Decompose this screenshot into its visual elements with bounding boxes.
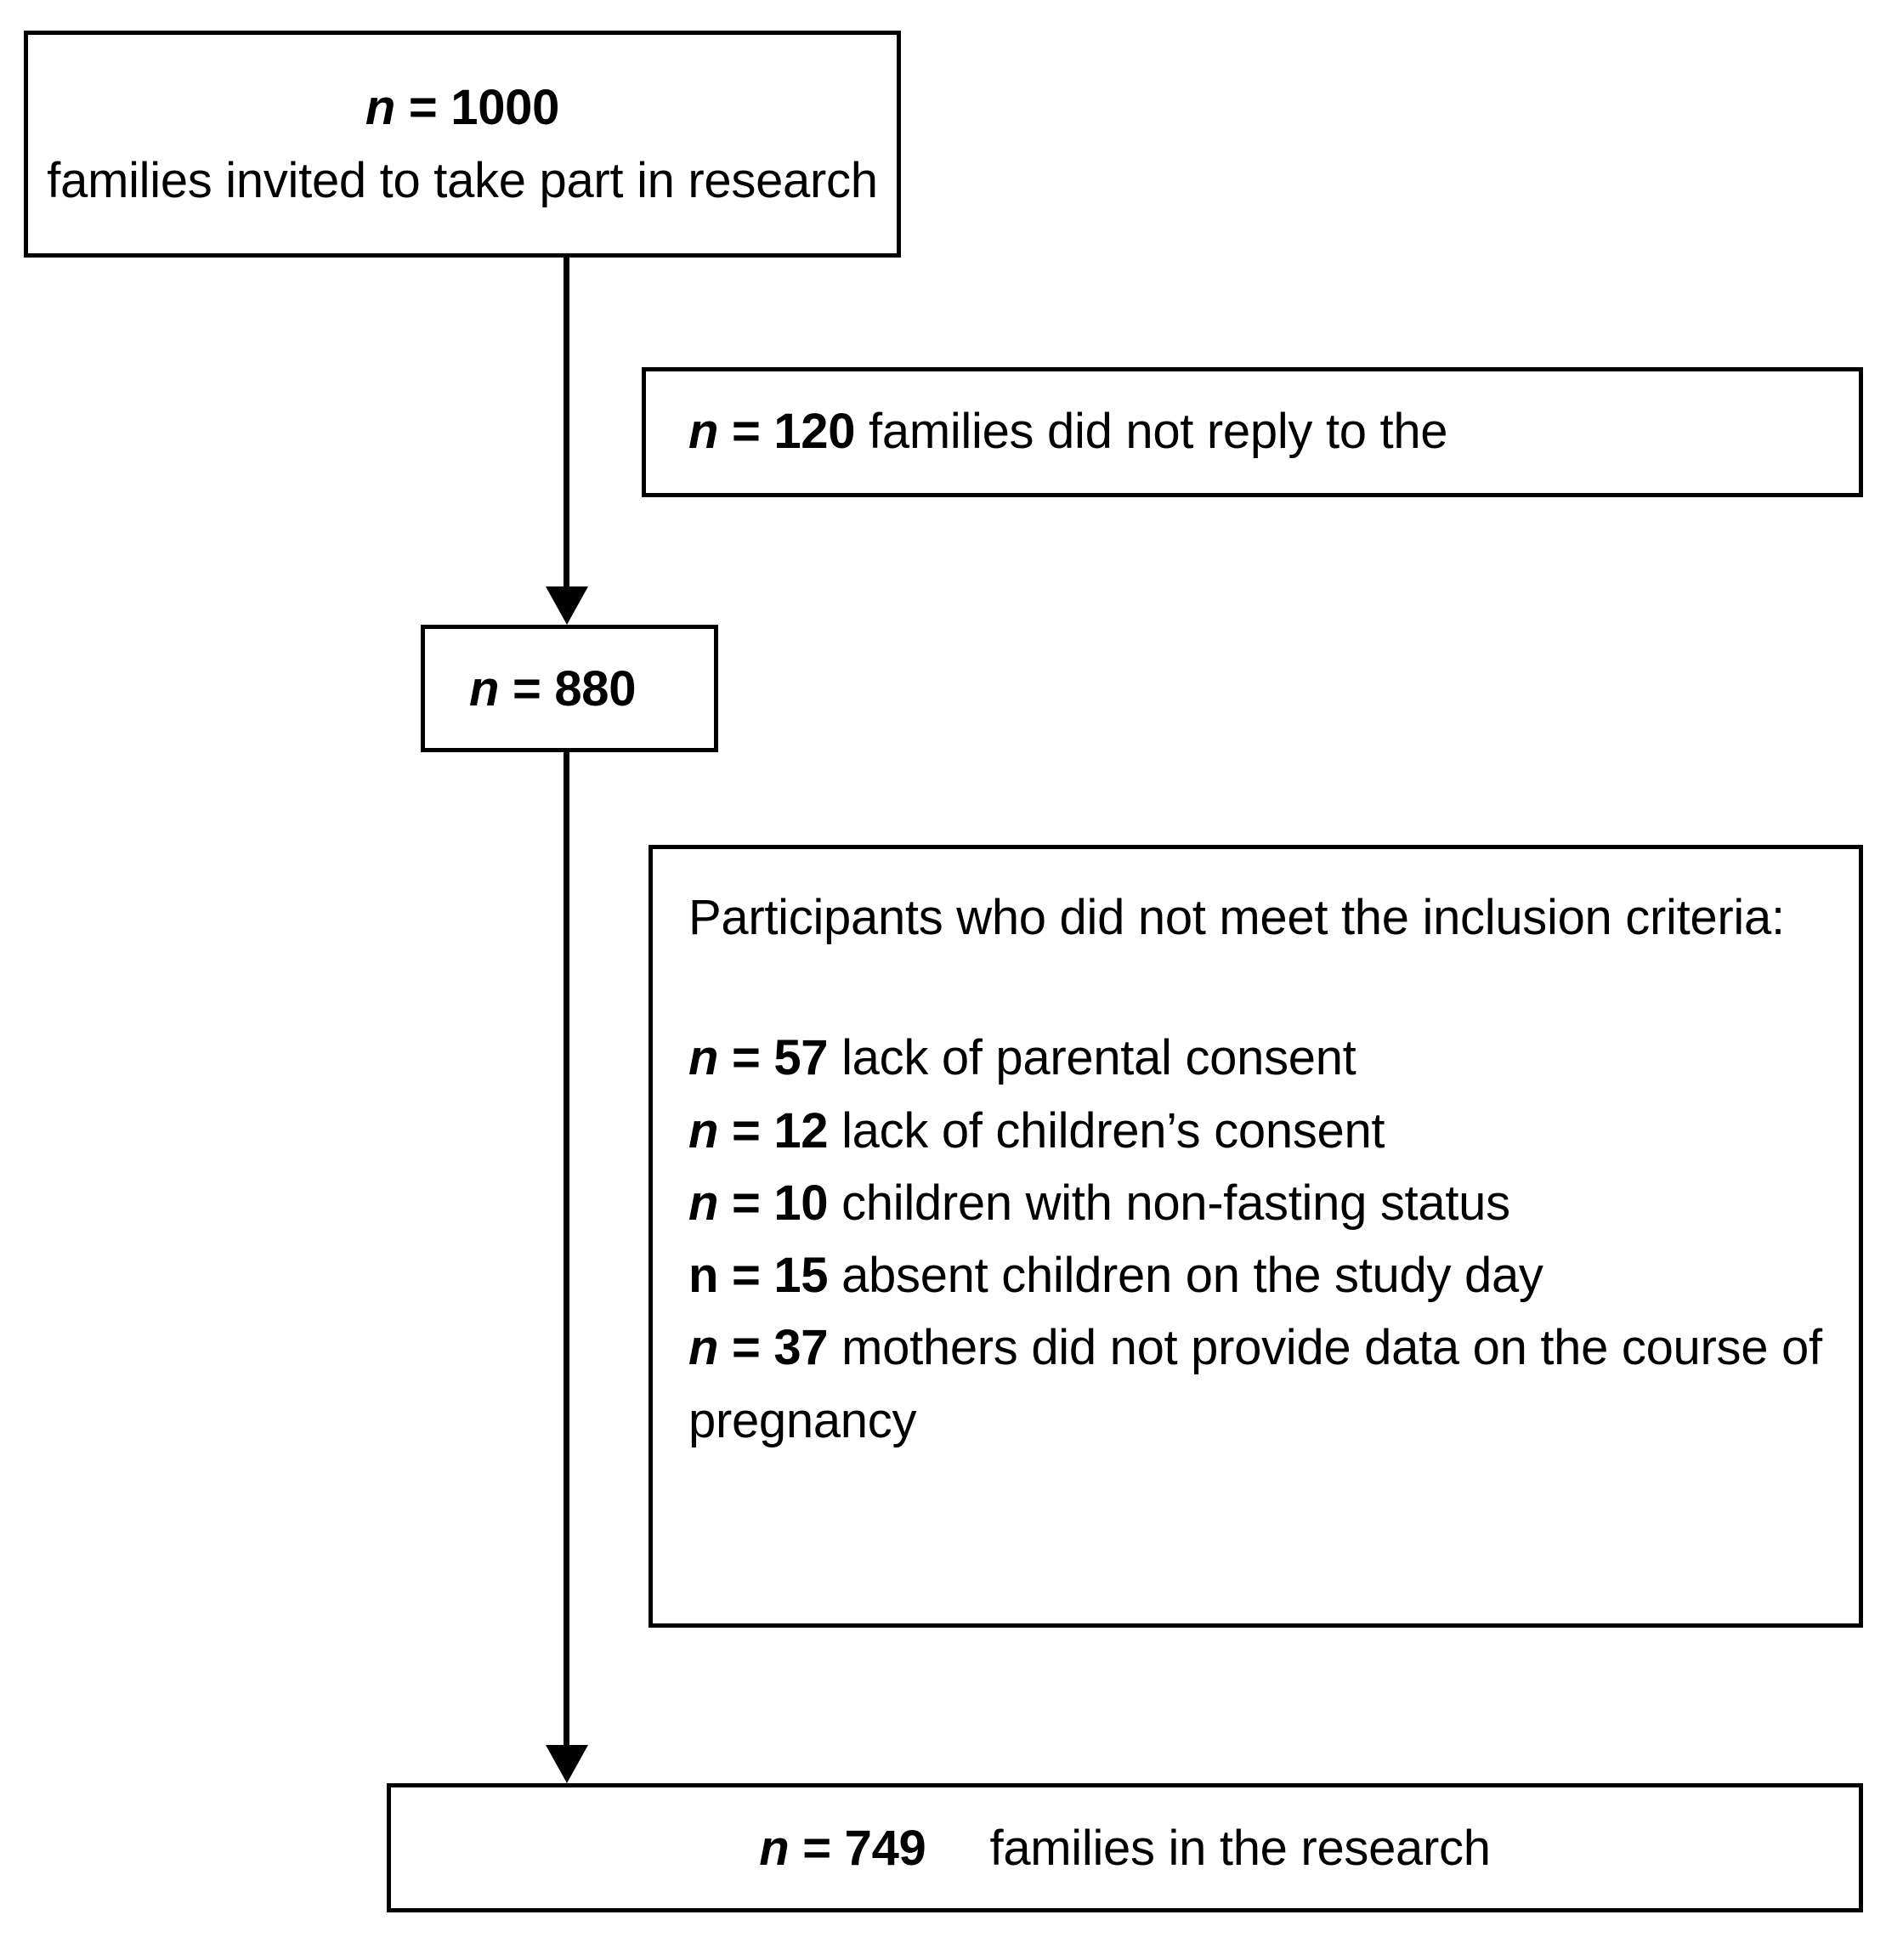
exclusion-reason-item: n = 57 lack of parental consent	[688, 1022, 1833, 1094]
exclusion-reason-count: = 15	[718, 1248, 829, 1303]
exclusion-reason-text: absent children on the study day	[841, 1248, 1543, 1303]
exclusion-reason-text: mothers did not provide data on the cour…	[688, 1320, 1822, 1448]
node-no-reply: n = 120 families did not reply to the	[642, 367, 1863, 497]
node-final-count: = 749	[789, 1820, 926, 1876]
node-invited-count: n = 1000	[28, 76, 897, 139]
node-no-reply-text: n = 120 families did not reply to the	[646, 401, 1859, 463]
node-responded-count-value: = 880	[499, 660, 637, 717]
n-symbol: n	[365, 80, 396, 136]
exclusion-reason-item: n = 10 children with non-fasting status	[688, 1167, 1833, 1239]
exclusion-reason-count: = 37	[718, 1320, 829, 1376]
node-exclusion-criteria: Participants who did not meet the inclus…	[648, 845, 1863, 1628]
node-final-sample: n = 749 families in the research	[387, 1783, 1863, 1912]
connector-invited-to-responded	[564, 258, 569, 613]
node-responded: n = 880	[421, 625, 718, 752]
node-invited-text: families invited to take part in researc…	[47, 152, 878, 208]
n-symbol: n	[688, 1102, 719, 1158]
exclusion-reason-item: n = 37 mothers did not provide data on t…	[688, 1311, 1833, 1457]
node-invited-count-value: = 1000	[395, 80, 560, 136]
exclusion-reason-text: children with non-fasting status	[841, 1175, 1510, 1231]
exclusion-reason-text: lack of children’s consent	[841, 1102, 1385, 1158]
n-symbol: n	[688, 1175, 719, 1231]
exclusion-heading: Participants who did not meet the inclus…	[688, 890, 1785, 945]
node-families-invited: n = 1000 families invited to take part i…	[24, 31, 901, 258]
n-symbol: n	[759, 1820, 790, 1876]
n-symbol: n	[688, 1320, 719, 1376]
n-symbol: n	[688, 404, 719, 460]
node-no-reply-count: = 120	[718, 404, 856, 460]
exclusion-reason-item: n = 12 lack of children’s consent	[688, 1095, 1833, 1167]
arrowhead-invited-to-responded	[546, 586, 588, 625]
connector-responded-to-final	[564, 752, 569, 1759]
exclusion-reason-text: lack of parental consent	[841, 1030, 1356, 1086]
exclusion-reason-count: = 12	[718, 1102, 829, 1158]
exclusion-spacer	[688, 954, 1833, 1022]
node-final-description: families in the research	[989, 1820, 1491, 1876]
exclusion-reason-count: = 10	[718, 1175, 829, 1231]
node-no-reply-description: families did not reply to the	[869, 404, 1448, 460]
n-symbol: n	[469, 660, 500, 717]
arrowhead-responded-to-final	[546, 1745, 588, 1783]
n-symbol: n	[688, 1030, 719, 1086]
node-final-text: n = 749 families in the research	[391, 1820, 1859, 1877]
node-responded-count: n = 880	[425, 660, 714, 717]
exclusion-reason-count: = 57	[718, 1030, 829, 1086]
exclusion-reason-item: n = 15 absent children on the study day	[688, 1239, 1833, 1311]
n-symbol: n	[688, 1248, 719, 1303]
